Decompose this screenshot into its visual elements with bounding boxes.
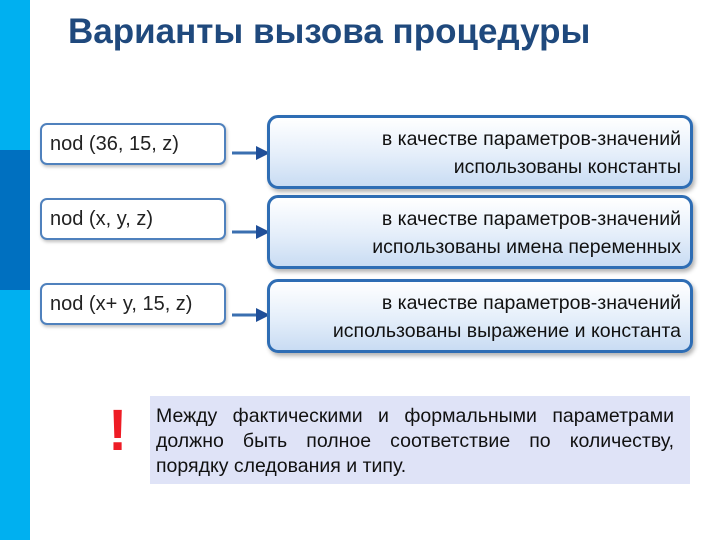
arrow-right-icon (232, 146, 270, 160)
left-accent-strip-dark (0, 150, 30, 290)
call-description-1: в качестве параметров-значений использов… (267, 115, 693, 189)
slide-title: Варианты вызова процедуры (68, 12, 591, 51)
arrow-right-icon (232, 308, 270, 322)
description-line: в качестве параметров-значений (381, 208, 681, 230)
exclamation-icon: ! (108, 398, 128, 463)
call-example-3: nod (x+ y, 15, z) (40, 283, 226, 325)
arrow-right-icon (232, 225, 270, 239)
description-line: в качестве параметров-значений (381, 128, 681, 150)
rule-note: Между фактическими и формальными парамет… (150, 396, 690, 484)
description-line: использованы имена переменных (372, 236, 681, 258)
call-example-1: nod (36, 15, z) (40, 123, 226, 165)
call-example-2: nod (x, y, z) (40, 198, 226, 240)
description-line: использованы выражение и константа (332, 320, 681, 342)
call-description-2: в качестве параметров-значений использов… (267, 195, 693, 269)
description-line: в качестве параметров-значений (381, 292, 681, 314)
description-line: использованы константы (453, 156, 681, 178)
call-description-3: в качестве параметров-значений использов… (267, 279, 693, 353)
